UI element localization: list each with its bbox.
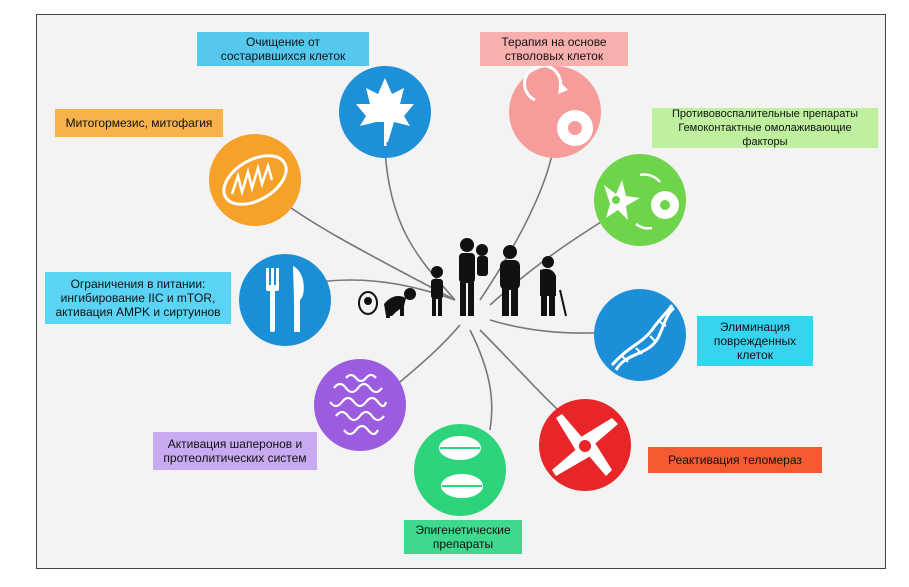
maple-leaf-icon — [356, 78, 414, 146]
label-chaperone-line-2: протеолитических систем — [163, 451, 307, 465]
label-antiinflam-line-2: Гемоконтактные омолаживающие факторы — [678, 122, 852, 148]
node-diet — [239, 254, 331, 346]
node-epigenetic — [414, 424, 506, 516]
node-senescent — [339, 66, 431, 158]
label-senescent-line-2: состарившихся клеток — [220, 49, 346, 63]
node-antiinflam — [594, 154, 686, 246]
label-epigenetic-line-2: препараты — [432, 537, 494, 551]
label-epigenetic-line-1: Эпигенетические — [415, 523, 511, 537]
circle-antiinflam — [594, 154, 686, 246]
label-diet-line-3: активация AMPK и сиртуинов — [55, 305, 221, 319]
child-figure — [431, 266, 443, 316]
circle-stem — [509, 66, 601, 158]
label-diet: Ограничения в питании:ингибирование IIC … — [45, 272, 231, 324]
circle-epigenetic — [414, 424, 506, 516]
branch-stem — [479, 149, 554, 301]
label-telomerase: Реактивация теломераз — [648, 447, 822, 473]
label-stem-line-2: стволовых клеток — [504, 49, 604, 63]
label-dna-line-3: клеток — [737, 348, 773, 362]
node-dna — [594, 289, 686, 381]
adult-figure — [459, 238, 488, 316]
circle-dna — [594, 289, 686, 381]
chromosome-icon — [552, 414, 618, 476]
node-telomerase — [539, 399, 631, 491]
node-stem — [509, 64, 601, 158]
circle-diet — [239, 254, 331, 346]
label-stem-line-1: Терапия на основе — [501, 35, 607, 49]
branch-senescent — [384, 149, 456, 301]
crawling-baby-figure — [384, 288, 416, 318]
node-mito — [209, 134, 301, 226]
label-diet-line-2: ингибирование IIC и mTOR, — [60, 291, 216, 305]
branch-epigenetic — [469, 329, 493, 431]
protein-structure-icon — [329, 373, 388, 436]
elderly-figure — [540, 256, 567, 317]
label-senescent-line-1: Очищение от — [246, 35, 320, 49]
embryo-figure — [358, 291, 378, 315]
anti-inflammatory-cell-icon — [604, 173, 679, 230]
node-chaperone — [314, 359, 406, 451]
label-diet-line-1: Ограничения в питании: — [70, 277, 206, 291]
label-telomerase-line-1: Реактивация теломераз — [668, 453, 802, 467]
dna-helix-icon — [610, 304, 675, 371]
branch-mito — [279, 199, 456, 301]
middle-aged-figure — [500, 245, 520, 316]
label-antiinflam-line-1: Противовоспалительные препараты — [671, 108, 859, 120]
label-dna-line-2: поврежденных — [713, 334, 797, 348]
label-mito-line-1: Митогормезис, митофагия — [65, 116, 213, 130]
label-dna-line-1: Элиминация — [719, 320, 791, 334]
label-chaperone-line-1: Активация шаперонов и — [167, 437, 303, 451]
stem-cell-icon — [523, 64, 593, 146]
fork-knife-icon — [266, 266, 304, 332]
label-mito: Митогормезис, митофагия — [55, 109, 223, 137]
human-aging-stages-icon — [358, 238, 567, 318]
mitochondrion-icon — [222, 154, 288, 206]
pills-icon — [437, 434, 485, 500]
